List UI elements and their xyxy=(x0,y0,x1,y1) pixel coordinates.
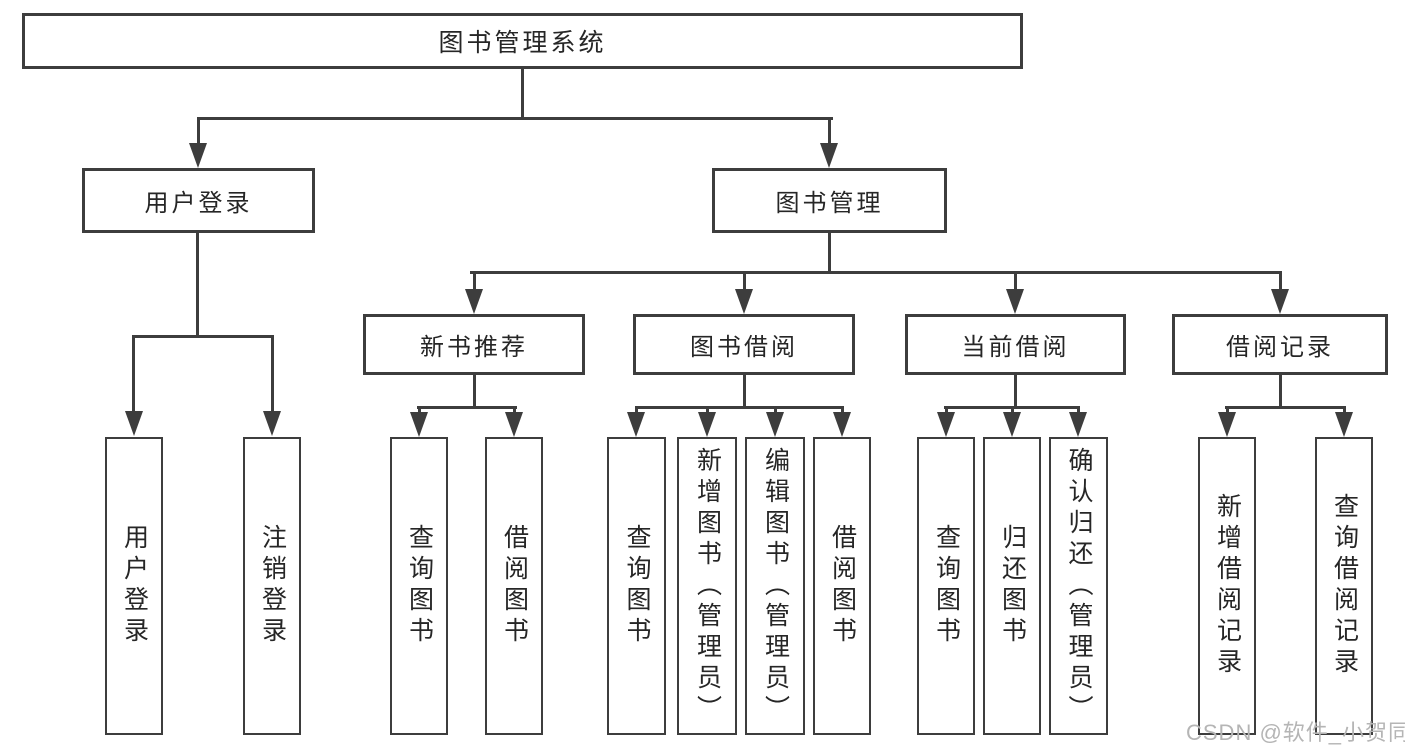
connector-line xyxy=(521,66,524,119)
connector-line xyxy=(1014,372,1017,409)
arrowhead-down-icon xyxy=(1003,412,1021,437)
connector-line xyxy=(1226,406,1229,415)
leaf-query-book-recommend: 查询图书 xyxy=(390,437,448,735)
connector-line xyxy=(418,406,421,415)
connector-line xyxy=(635,406,638,415)
connector-line xyxy=(1077,406,1080,415)
arrowhead-down-icon xyxy=(263,411,281,436)
leaf-return-book: 归还图书 xyxy=(983,437,1041,735)
node-root: 图书管理系统 xyxy=(22,13,1023,69)
arrowhead-down-icon xyxy=(465,289,483,314)
arrowhead-down-icon xyxy=(1069,412,1087,437)
arrowhead-down-icon xyxy=(698,412,716,437)
arrowhead-down-icon xyxy=(1006,289,1024,314)
arrowhead-down-icon xyxy=(1218,412,1236,437)
connector-line xyxy=(132,335,274,338)
connector-line xyxy=(473,271,476,295)
arrowhead-down-icon xyxy=(189,143,207,168)
connector-line xyxy=(470,271,1280,274)
connector-line xyxy=(197,117,833,120)
leaf-add-borrow-record: 新增借阅记录 xyxy=(1198,437,1256,735)
leaf-borrow-book-recommend: 借阅图书 xyxy=(485,437,543,735)
arrowhead-down-icon xyxy=(820,143,838,168)
connector-line xyxy=(1014,271,1017,295)
arrowhead-down-icon xyxy=(125,411,143,436)
node-user-login: 用户登录 xyxy=(82,168,315,233)
arrowhead-down-icon xyxy=(1335,412,1353,437)
leaf-borrow-book: 借阅图书 xyxy=(813,437,871,735)
arrowhead-down-icon xyxy=(735,289,753,314)
connector-line xyxy=(1343,406,1346,415)
connector-line xyxy=(271,335,274,413)
leaf-query-book-current: 查询图书 xyxy=(917,437,975,735)
connector-line xyxy=(196,230,199,338)
leaf-query-borrow-record: 查询借阅记录 xyxy=(1315,437,1373,735)
connector-line xyxy=(1279,372,1282,409)
arrowhead-down-icon xyxy=(937,412,955,437)
node-book-management: 图书管理 xyxy=(712,168,947,233)
arrowhead-down-icon xyxy=(627,412,645,437)
node-current-borrow: 当前借阅 xyxy=(905,314,1126,375)
node-borrow-records: 借阅记录 xyxy=(1172,314,1388,375)
arrowhead-down-icon xyxy=(410,412,428,437)
arrowhead-down-icon xyxy=(766,412,784,437)
connector-line xyxy=(513,406,516,415)
leaf-confirm-return-admin: 确认归还（管理员） xyxy=(1049,437,1108,735)
connector-line xyxy=(774,406,777,415)
leaf-query-book-borrow: 查询图书 xyxy=(607,437,666,735)
connector-line xyxy=(132,335,135,413)
arrowhead-down-icon xyxy=(505,412,523,437)
connector-line xyxy=(1279,271,1282,295)
arrowhead-down-icon xyxy=(833,412,851,437)
connector-line xyxy=(841,406,844,415)
connector-line xyxy=(473,372,476,409)
connector-line xyxy=(1011,406,1014,415)
leaf-user-login: 用户登录 xyxy=(105,437,163,735)
leaf-add-book-admin: 新增图书（管理员） xyxy=(677,437,737,735)
node-new-book-recommend: 新书推荐 xyxy=(363,314,585,375)
connector-line xyxy=(417,406,517,409)
connector-line xyxy=(635,406,844,409)
node-book-borrow: 图书借阅 xyxy=(633,314,855,375)
connector-line xyxy=(706,406,709,415)
leaf-logout: 注销登录 xyxy=(243,437,301,735)
csdn-watermark: CSDN @软件_小贺同学 xyxy=(1186,720,1405,745)
connector-line xyxy=(828,117,831,147)
leaf-edit-book-admin: 编辑图书（管理员） xyxy=(745,437,805,735)
connector-line xyxy=(1225,406,1346,409)
connector-line xyxy=(828,230,831,274)
connector-line xyxy=(743,271,746,295)
connector-line xyxy=(743,372,746,409)
connector-line xyxy=(197,117,200,147)
connector-line xyxy=(945,406,948,415)
arrowhead-down-icon xyxy=(1271,289,1289,314)
